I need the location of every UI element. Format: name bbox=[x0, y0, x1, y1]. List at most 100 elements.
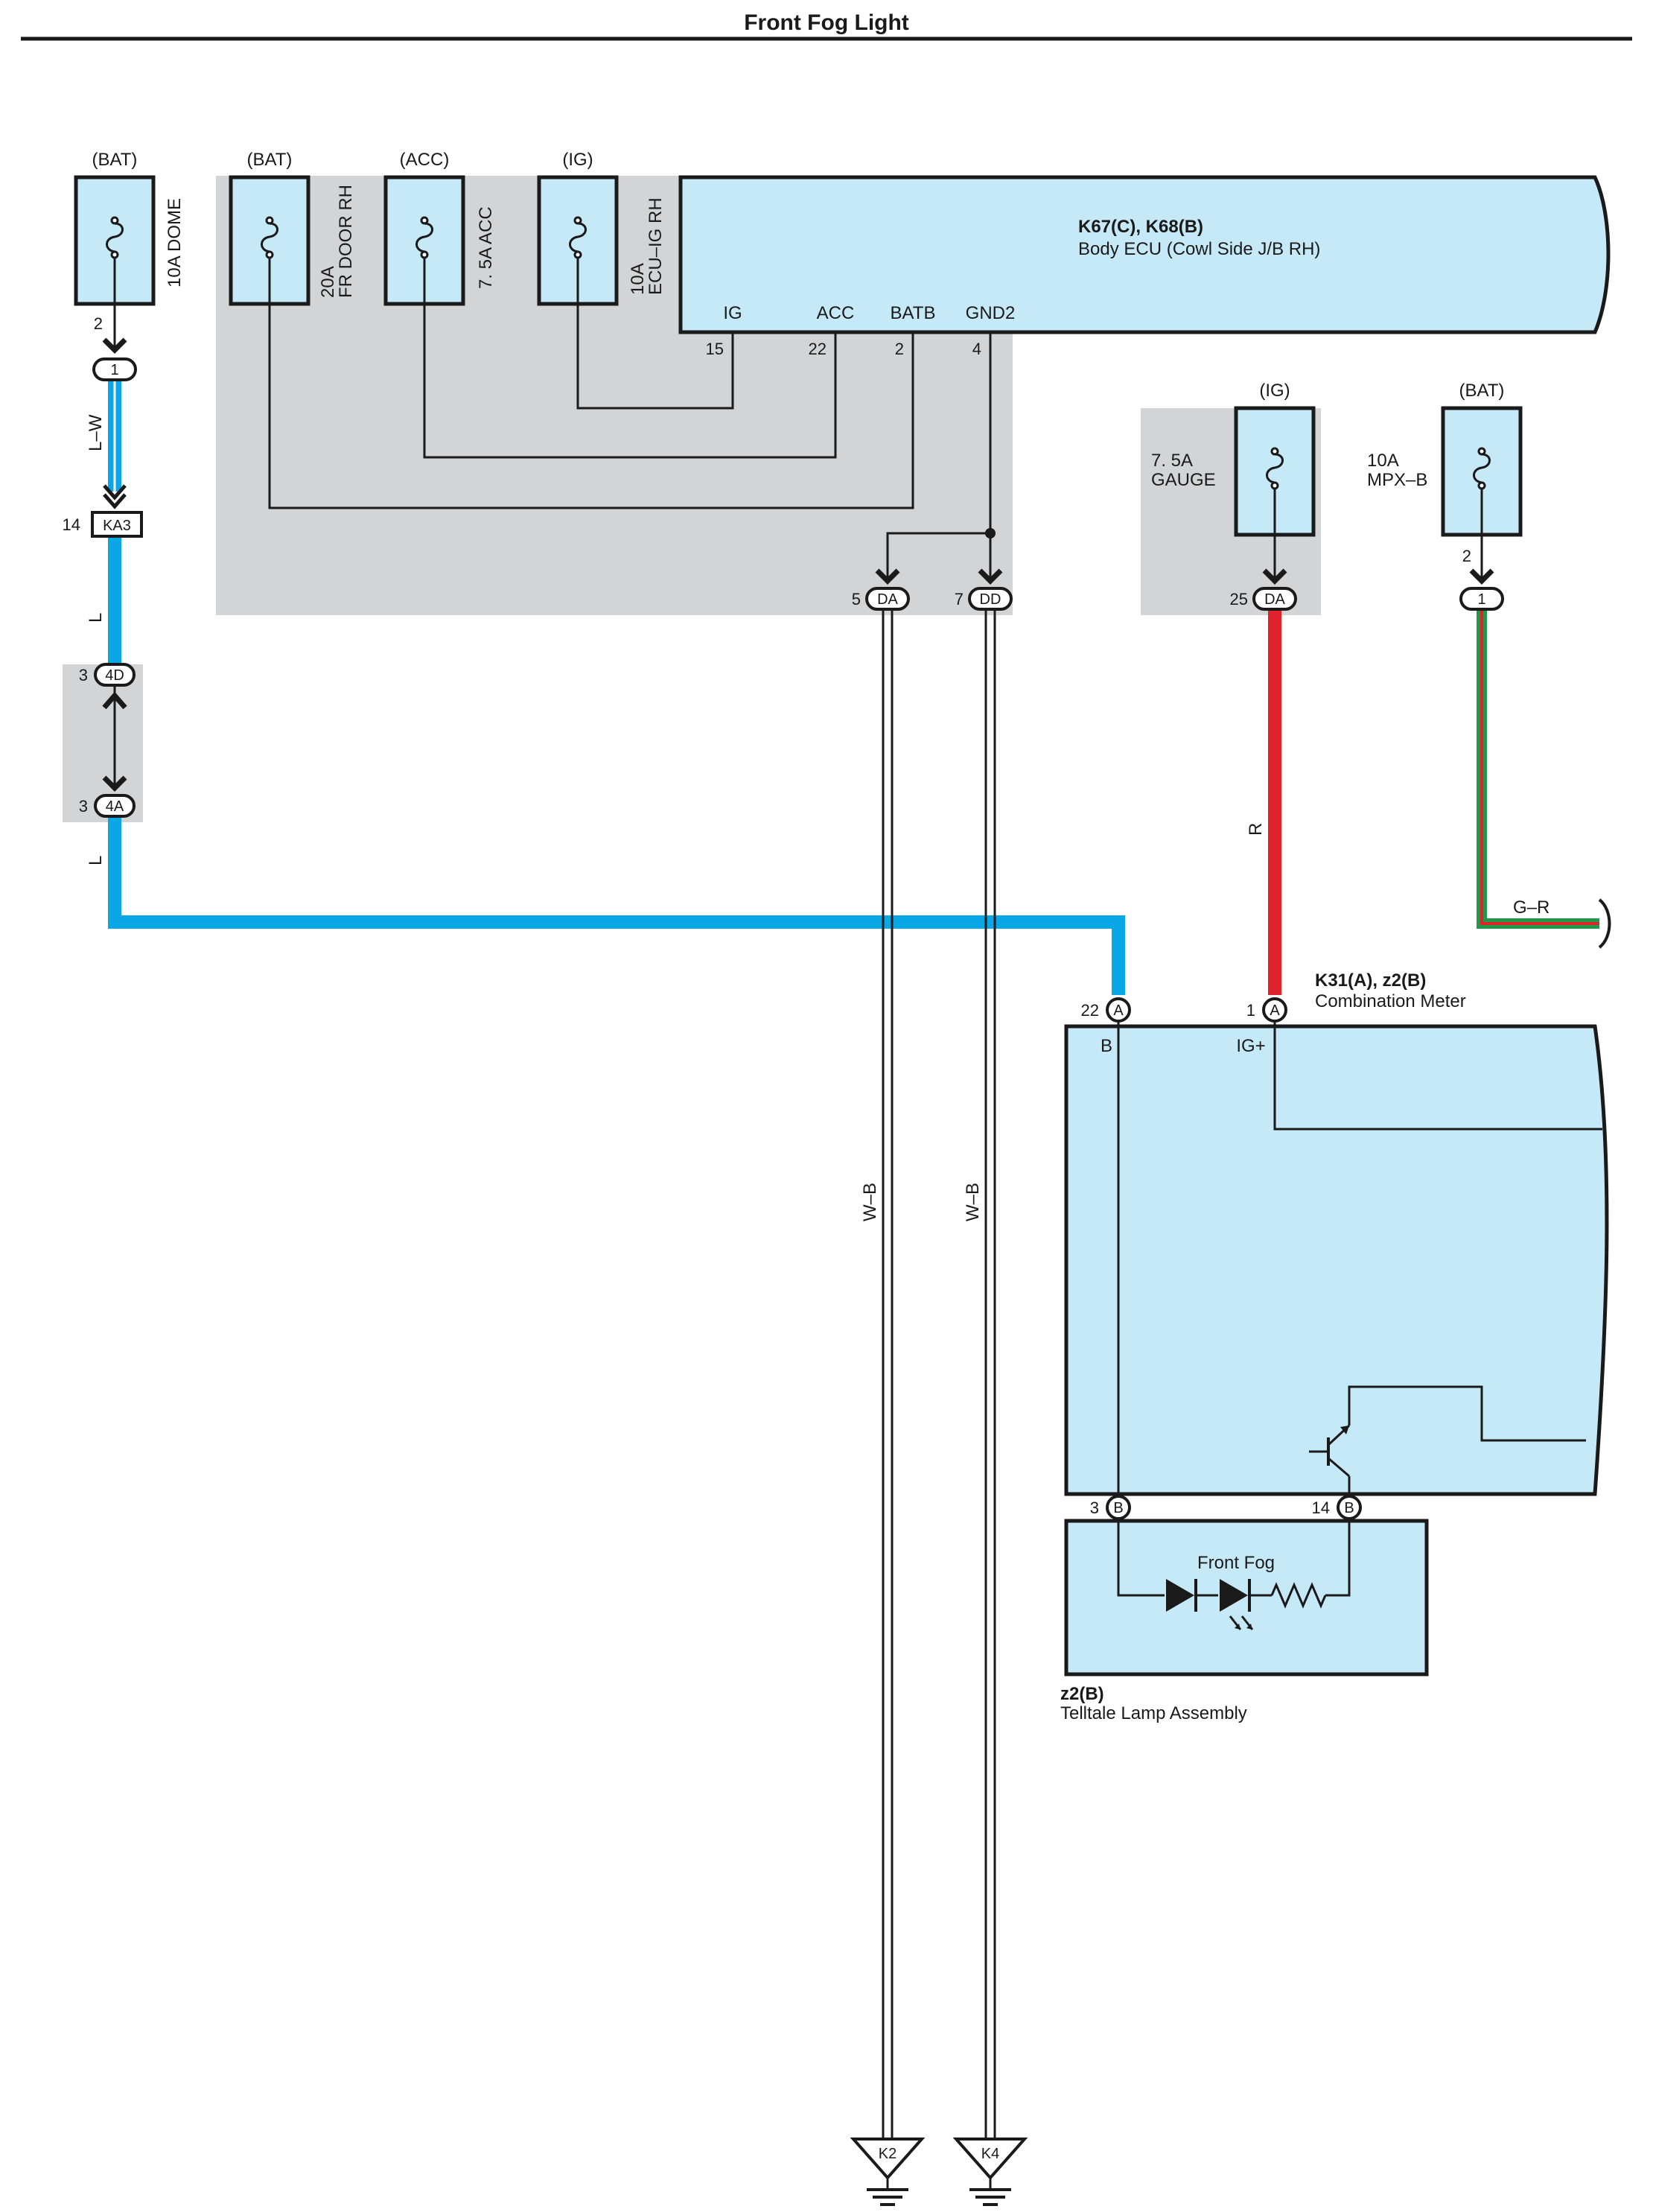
combination-meter-codes: K31(A), z2(B) bbox=[1315, 970, 1426, 991]
fuse-gauge-source: (IG) bbox=[1259, 381, 1290, 401]
splice-point bbox=[985, 528, 996, 538]
fuse-fr-door-label-2: FR DOOR RH bbox=[336, 185, 356, 298]
fuse-mpx bbox=[1441, 406, 1523, 537]
meter-conn-a-22: A bbox=[1106, 997, 1131, 1023]
meter-conn-b-3: B bbox=[1106, 1495, 1131, 1520]
body-ecu-terminal-batb: BATB bbox=[891, 303, 936, 323]
meter-terminal-b: B bbox=[1101, 1036, 1112, 1056]
body-ecu-name: Body ECU (Cowl Side J/B RH) bbox=[1078, 239, 1320, 259]
svg-text:DA: DA bbox=[1264, 591, 1285, 608]
combination-meter-name: Combination Meter bbox=[1315, 991, 1466, 1011]
fuse-gauge-label-1: 7. 5A bbox=[1151, 451, 1193, 471]
fuse-acc-label: 7. 5A ACC bbox=[476, 206, 496, 289]
ka3-arrow bbox=[103, 484, 127, 509]
body-ecu-pin-22: 22 bbox=[809, 340, 827, 358]
fuse-fr-door-source: (BAT) bbox=[247, 150, 293, 170]
connector-ka3-pin: 14 bbox=[63, 515, 80, 534]
svg-text:B: B bbox=[1113, 1500, 1123, 1516]
fuse-gauge-label-2: GAUGE bbox=[1151, 470, 1216, 490]
svg-text:1: 1 bbox=[110, 362, 118, 378]
body-ecu-pin-2: 2 bbox=[895, 340, 904, 358]
connector-4d: 4D bbox=[94, 663, 136, 687]
telltale-codes: z2(B) bbox=[1060, 1684, 1104, 1704]
wire-w-b-1-label: W–B bbox=[860, 1183, 880, 1221]
body-ecu-pin-15: 15 bbox=[706, 340, 724, 358]
fuse-dome-pin: 2 bbox=[94, 314, 103, 333]
resistor-icon bbox=[1270, 1582, 1327, 1609]
svg-text:KA3: KA3 bbox=[103, 518, 131, 534]
wire-l-w-label: L–W bbox=[86, 414, 106, 451]
svg-text:DD: DD bbox=[980, 591, 1001, 608]
wire-ecu-batb bbox=[268, 258, 914, 509]
page-title: Front Fog Light bbox=[744, 10, 909, 35]
fuse-dome-label: 10A DOME bbox=[165, 198, 185, 287]
wire-ecu-ig bbox=[576, 258, 734, 410]
svg-text:4A: 4A bbox=[106, 798, 124, 815]
wire-ecu-acc bbox=[423, 258, 837, 459]
ground-k4: K4 bbox=[952, 2138, 1028, 2206]
fuse-acc-source: (ACC) bbox=[400, 150, 450, 170]
fuse-ecu-ig-label-1: 10A bbox=[628, 263, 648, 295]
meter-pin-1: 1 bbox=[1246, 1001, 1255, 1020]
body-ecu-codes: K67(C), K68(B) bbox=[1078, 217, 1203, 237]
connector-dd-7-pin: 7 bbox=[955, 590, 964, 608]
svg-text:A: A bbox=[1270, 1002, 1280, 1019]
connector-da-25-pin: 25 bbox=[1230, 590, 1248, 608]
svg-text:DA: DA bbox=[877, 591, 898, 608]
connector-dd-7: DD bbox=[968, 587, 1013, 611]
connector-1-left: 1 bbox=[92, 357, 137, 381]
fuse-mpx-label-2: MPX–B bbox=[1367, 470, 1427, 490]
meter-pin-22: 22 bbox=[1081, 1001, 1099, 1020]
fuse-dome-source: (BAT) bbox=[92, 150, 138, 170]
connector-4a: 4A bbox=[94, 794, 136, 818]
svg-text:K4: K4 bbox=[981, 2146, 999, 2162]
combination-meter-box bbox=[1064, 1024, 1609, 1496]
wire-l-2-label: L bbox=[86, 856, 106, 865]
wire-l-1-label: L bbox=[86, 613, 106, 623]
fuse-ecu-ig-source: (IG) bbox=[562, 150, 593, 170]
svg-text:B: B bbox=[1344, 1500, 1354, 1516]
wire-ig-internal bbox=[1273, 1022, 1602, 1131]
wire-g-r bbox=[1477, 611, 1611, 949]
meter-pin-14: 14 bbox=[1312, 1498, 1330, 1517]
wire-w-b-2 bbox=[984, 611, 996, 2139]
connector-1-right: 1 bbox=[1459, 587, 1504, 611]
svg-text:K2: K2 bbox=[879, 2146, 896, 2162]
fuse-mpx-pin: 2 bbox=[1462, 547, 1471, 565]
telltale-box bbox=[1064, 1519, 1429, 1677]
telltale-lamp-label: Front Fog bbox=[1197, 1553, 1275, 1573]
ground-k2: K2 bbox=[850, 2138, 926, 2206]
connector-arrow-up bbox=[102, 691, 127, 710]
meter-conn-b-14: B bbox=[1337, 1495, 1362, 1520]
meter-pin-3: 3 bbox=[1090, 1498, 1099, 1517]
connector-4a-pin: 3 bbox=[79, 797, 88, 816]
wire-l-2 bbox=[108, 818, 1125, 995]
body-ecu-terminal-acc: ACC bbox=[817, 303, 855, 323]
svg-text:4D: 4D bbox=[105, 667, 124, 684]
body-ecu-pin-4: 4 bbox=[972, 340, 981, 358]
wire-w-b-2-label: W–B bbox=[963, 1183, 983, 1221]
fuse-ecu-ig-label-2: ECU–IG RH bbox=[646, 197, 666, 295]
meter-terminal-ig: IG+ bbox=[1236, 1036, 1265, 1056]
meter-conn-a-1: A bbox=[1262, 997, 1287, 1023]
svg-text:1: 1 bbox=[1477, 591, 1485, 608]
connector-da-25: DA bbox=[1252, 587, 1297, 611]
wire-gnd-branch bbox=[886, 532, 990, 578]
fuse-fr-door-label-1: 20A bbox=[318, 266, 338, 298]
svg-text:A: A bbox=[1113, 1002, 1124, 1019]
body-ecu-terminal-ig: IG bbox=[723, 303, 742, 323]
transistor-icon bbox=[1309, 1424, 1351, 1478]
connector-da-5: DA bbox=[865, 587, 910, 611]
wire-w-b-1 bbox=[882, 611, 894, 2139]
wire-r-label: R bbox=[1246, 823, 1266, 836]
body-ecu-terminal-gnd2: GND2 bbox=[966, 303, 1016, 323]
body-ecu-box bbox=[678, 175, 1611, 334]
wire-g-r-label: G–R bbox=[1513, 897, 1550, 918]
connector-da-5-pin: 5 bbox=[852, 590, 861, 608]
fuse-mpx-label-1: 10A bbox=[1367, 451, 1399, 471]
connector-ka3: KA3 bbox=[91, 511, 143, 538]
telltale-name: Telltale Lamp Assembly bbox=[1060, 1703, 1247, 1723]
connector-4d-pin: 3 bbox=[79, 666, 88, 684]
fuse-mpx-source: (BAT) bbox=[1459, 381, 1505, 401]
